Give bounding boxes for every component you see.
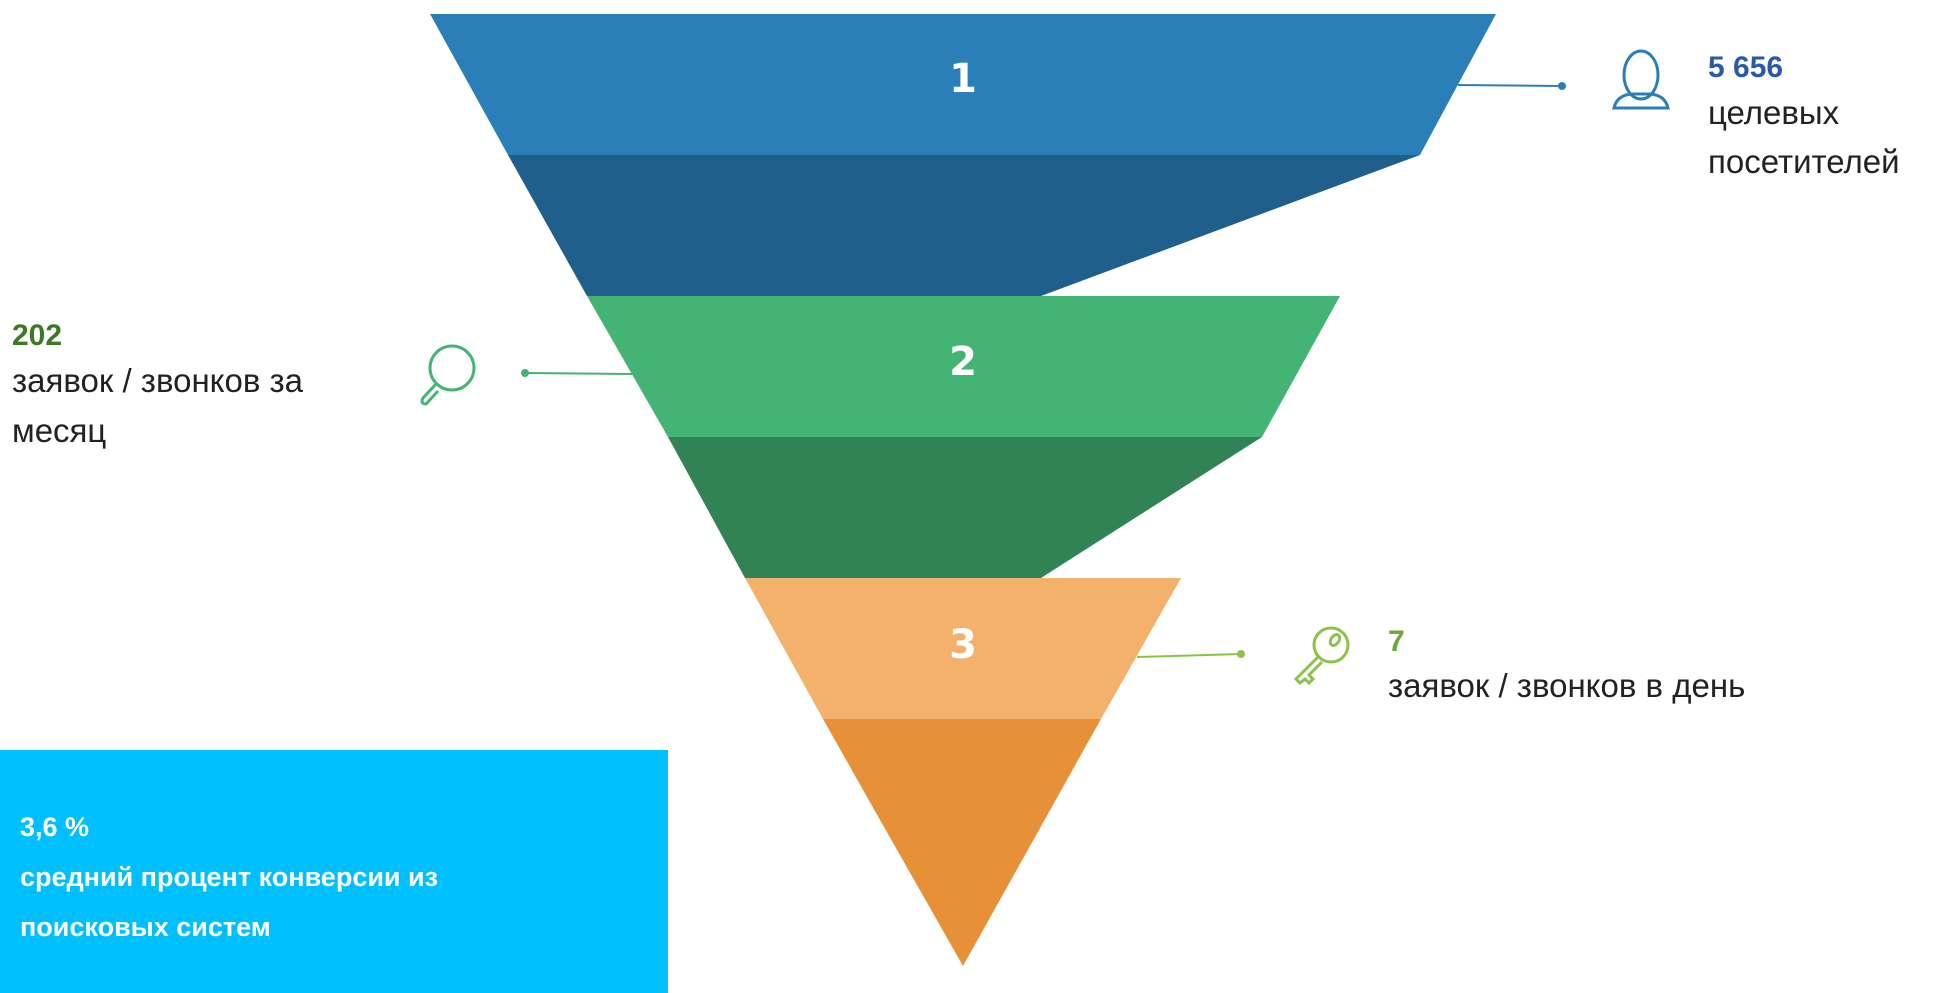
requests-month-count: 202 [12,319,63,352]
requests-day-count: 7 [1388,625,1405,658]
visitors-stat: 5 656 целевых посетителей [1708,48,1933,186]
stage-2-number: 2 [949,339,977,385]
stage-2-connector-band [668,437,1262,578]
stage-3-number: 3 [949,622,977,668]
visitors-label-line2: посетителей [1708,143,1900,180]
requests-month-label-line1: заявок / звонков за [12,362,304,399]
search-icon [420,344,476,406]
stage-1-connector-band [508,155,1420,296]
stage-2-block [587,296,1340,437]
key-icon [1293,626,1350,686]
requests-day-label: заявок / звонков в день [1388,667,1746,704]
conversion-label-line1: средний процент конверсии из [20,862,439,892]
conversion-rate-box: 3,6 % средний процент конверсии из поиск… [0,750,668,993]
visitors-label-line1: целевых [1708,94,1840,131]
user-icon [1612,49,1670,110]
connector-line-visitors [1457,82,1566,90]
requests-month-stat: 202 заявок / звонков за месяц [12,316,392,456]
stage-3-tip [823,719,1101,966]
connector-line-requests-day [1136,650,1245,658]
conversion-percent: 3,6 % [20,812,90,842]
stage-1-block [430,14,1496,155]
conversion-label-line2: поисковых систем [20,912,271,942]
connector-line-requests-month [521,369,634,377]
requests-day-stat: 7 заявок / звонков в день [1388,622,1908,710]
requests-month-label-line2: месяц [12,412,107,449]
stage-1-number: 1 [949,56,977,102]
stage-3-block [745,578,1181,719]
visitors-count: 5 656 [1708,51,1784,84]
